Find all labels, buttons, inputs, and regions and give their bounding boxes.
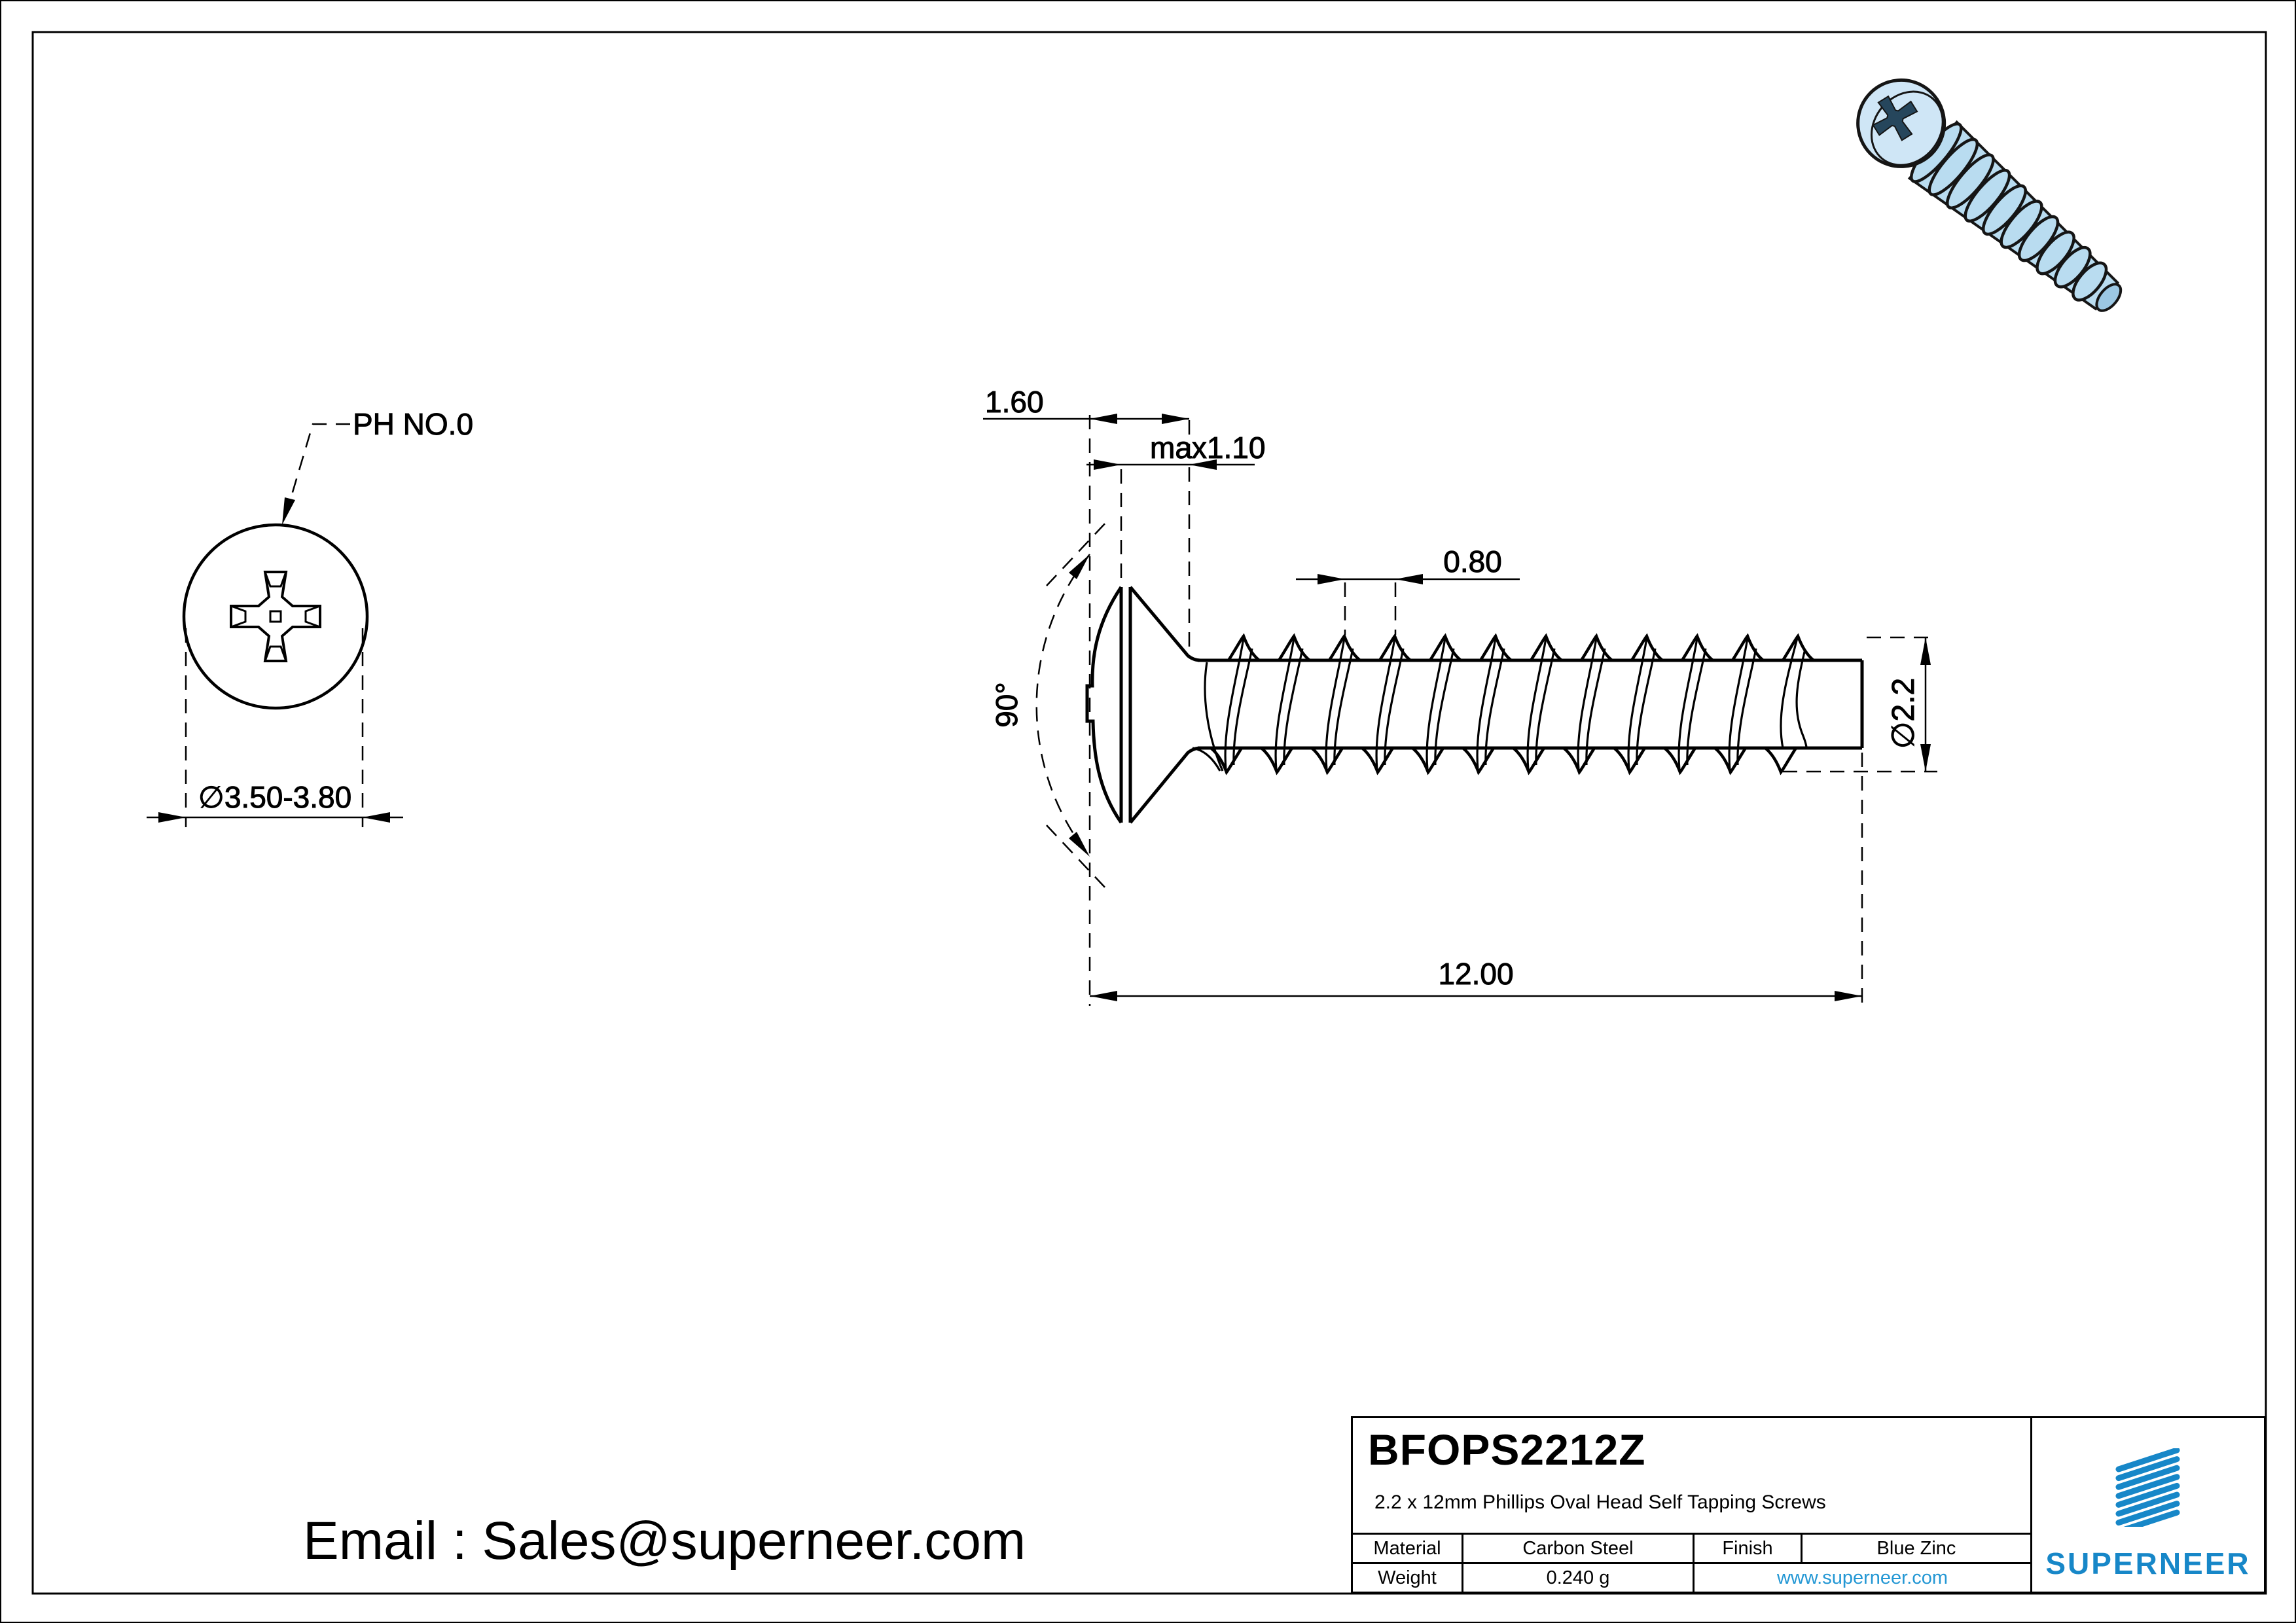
head-diameter-label: ∅3.50-3.80	[198, 780, 351, 814]
oval-height-label: max1.10	[1150, 431, 1265, 465]
angle-label: 90°	[990, 682, 1024, 728]
callout-leader	[284, 423, 350, 517]
finish-value: Blue Zinc	[1803, 1533, 2030, 1562]
pitch-dimension	[1296, 574, 1520, 635]
email-line: Email : Sales@superneer.com	[303, 1511, 1026, 1571]
shank-diameter-dimension	[1783, 636, 1937, 773]
brand-panel: SUPERNEER	[2032, 1418, 2264, 1592]
shank-diameter-label: ∅2.2	[1886, 678, 1921, 749]
head-dome-outline	[1085, 586, 1123, 824]
phillips-recess-detail	[230, 571, 321, 662]
title-block: BFOPS2212Z 2.2 x 12mm Phillips Oval Head…	[1351, 1416, 2266, 1594]
weight-value: 0.240 g	[1463, 1562, 1695, 1592]
finish-label: Finish	[1695, 1533, 1803, 1562]
side-view: 90° 1.60 max1.10	[983, 385, 1937, 1006]
head-height-label: 1.60	[985, 385, 1044, 419]
head-outline-circle	[182, 523, 369, 710]
oval-height-dimension	[1086, 459, 1255, 584]
render-phillips-icon	[1872, 95, 1918, 141]
brand-wordmark: SUPERNEER	[2045, 1546, 2251, 1580]
material-label: Material	[1353, 1533, 1463, 1562]
screw-3d-render	[1856, 78, 2123, 312]
front-view: PH NO.0 ∅3.50-3.80	[147, 407, 474, 827]
pitch-label: 0.80	[1443, 544, 1502, 579]
website-link[interactable]: www.superneer.com	[1695, 1562, 2030, 1592]
leader-arrow-icon	[282, 497, 295, 525]
sheet-border	[31, 31, 2267, 1595]
title-block-main: BFOPS2212Z 2.2 x 12mm Phillips Oval Head…	[1353, 1418, 2032, 1592]
length-dimension	[1090, 753, 1863, 1006]
title-block-header: BFOPS2212Z 2.2 x 12mm Phillips Oval Head…	[1353, 1418, 2030, 1533]
head-height-dimension	[983, 414, 1191, 1006]
weight-label: Weight	[1353, 1562, 1463, 1592]
part-description: 2.2 x 12mm Phillips Oval Head Self Tappi…	[1374, 1491, 1826, 1513]
material-value: Carbon Steel	[1463, 1533, 1695, 1562]
front-diameter-dimension	[147, 628, 403, 827]
spec-table: Material Carbon Steel Finish Blue Zinc W…	[1353, 1533, 2030, 1592]
superneer-logo-icon	[2115, 1448, 2180, 1527]
length-label: 12.00	[1438, 957, 1513, 991]
thread-runout-detail	[1192, 637, 1808, 772]
thread-profile	[1210, 633, 1815, 776]
part-number: BFOPS2212Z	[1368, 1425, 1646, 1474]
render-threads	[1910, 122, 2108, 302]
angle-dimension	[1035, 521, 1107, 890]
ph-callout-label: PH NO.0	[353, 407, 473, 441]
phillips-recess-icon	[230, 571, 321, 662]
render-tip	[2095, 283, 2123, 312]
